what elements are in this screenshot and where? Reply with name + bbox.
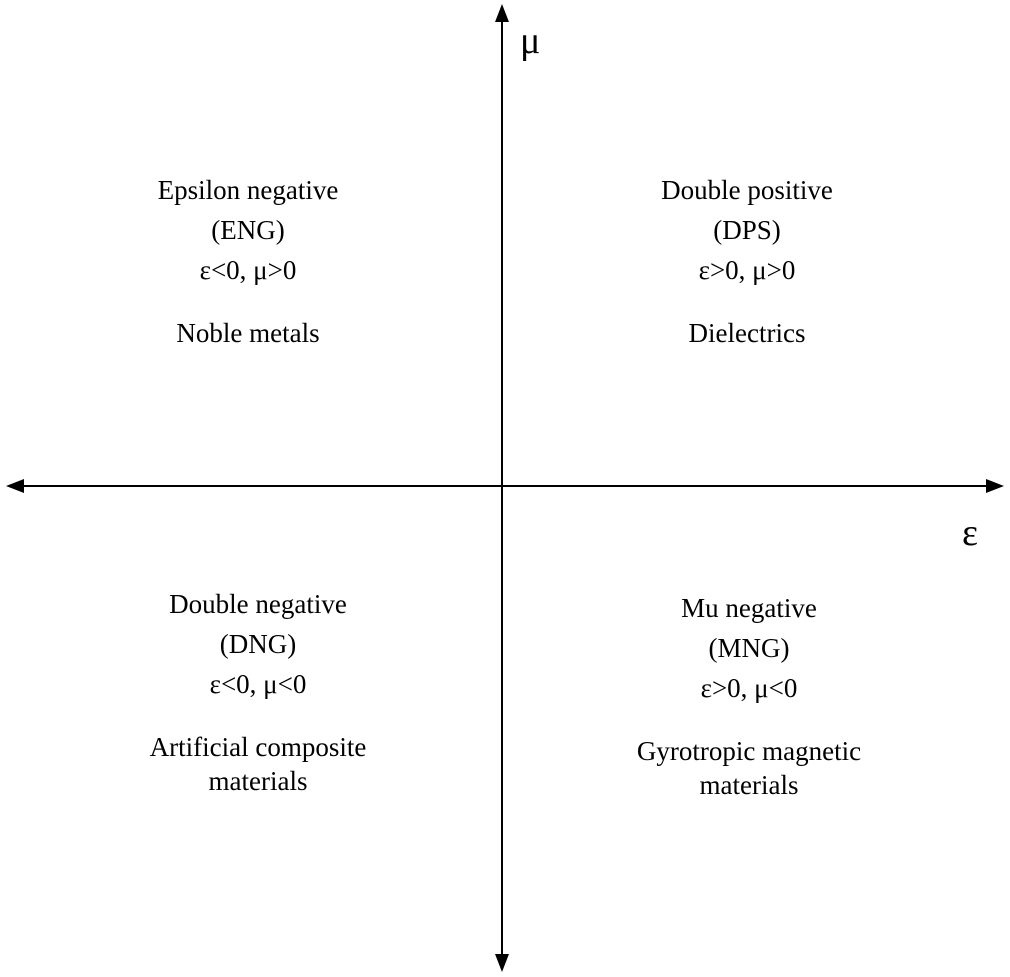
quadrant-condition: ε<0, μ>0 — [199, 255, 297, 285]
quadrant-example: Artificial composite materials — [149, 732, 367, 796]
mu-axis-label: μ — [520, 20, 541, 62]
quadrant-eng: Epsilon negative (ENG) ε<0, μ>0 Noble me… — [68, 170, 428, 350]
quadrant-name: Double negative — [169, 589, 347, 619]
quadrant-abbr: (ENG) — [211, 215, 285, 245]
quadrant-example: Gyrotropic magnetic materials — [636, 736, 862, 800]
horizontal-axis-arrow-right — [986, 479, 1004, 493]
quadrant-name: Double positive — [661, 175, 833, 205]
quadrant-condition: ε>0, μ>0 — [698, 255, 796, 285]
quadrant-abbr: (MNG) — [708, 633, 790, 663]
quadrant-dng: Double negative (DNG) ε<0, μ<0 Artificia… — [78, 584, 438, 798]
quadrant-example: Dielectrics — [688, 318, 806, 348]
vertical-axis-arrow-up — [495, 4, 509, 22]
quadrant-mng: Mu negative (MNG) ε>0, μ<0 Gyrotropic ma… — [569, 588, 929, 802]
horizontal-axis-arrow-left — [6, 479, 24, 493]
quadrant-name: Epsilon negative — [157, 175, 339, 205]
quadrant-abbr: (DNG) — [219, 629, 297, 659]
quadrant-abbr: (DPS) — [713, 215, 781, 245]
epsilon-axis-label: ε — [962, 512, 978, 554]
quadrant-condition: ε>0, μ<0 — [700, 673, 798, 703]
quadrant-condition: ε<0, μ<0 — [209, 669, 307, 699]
quadrant-example: Noble metals — [176, 318, 320, 348]
quadrant-dps: Double positive (DPS) ε>0, μ>0 Dielectri… — [567, 170, 927, 350]
vertical-axis-arrow-down — [495, 954, 509, 972]
quadrant-name: Mu negative — [681, 593, 817, 623]
